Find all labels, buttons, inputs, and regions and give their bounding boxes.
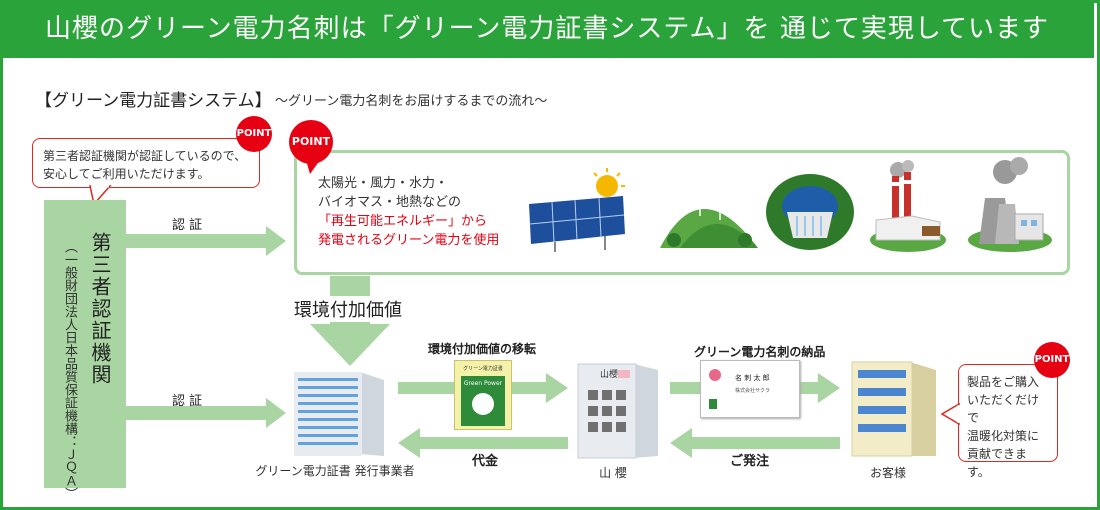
- renewable-source-text: 太陽光・風力・水力・ バイオマス・地熱などの 「再生可能エネルギー」から 発電さ…: [318, 174, 499, 250]
- callout-trust-tail: [89, 184, 112, 206]
- callout-trust-line1: 第三者認証機関が認証しているので、: [43, 149, 247, 163]
- yamazakura-building-icon: [577, 363, 658, 459]
- customer-building-icon: [851, 361, 936, 457]
- card-logo-icon: [709, 369, 721, 381]
- callout-contribution: 製品をご購入 いただくだけで 温暖化対策に 貢献できます。: [958, 364, 1058, 479]
- certificate-badge: Green Power: [461, 376, 505, 426]
- certification-org-bar: [44, 200, 126, 488]
- callout-trust: 第三者認証機関が認証しているので、 安心してご利用いただけます。: [32, 138, 260, 188]
- renewable-source-box: [294, 150, 1070, 275]
- leaf-icon: [472, 393, 494, 415]
- yamazakura-sign: 山櫻: [600, 370, 619, 380]
- callout-contribution-line3: 温暖化対策に: [967, 429, 1040, 443]
- callout-trust-line2: 安心してご利用いただけます。: [43, 167, 210, 181]
- card-name: 名 刺 太 郎: [735, 374, 770, 382]
- certification-org-subname: （一般財団法人日本品質保証機構：ＪＱＡ）: [62, 240, 77, 500]
- issuer-building-icon: [294, 372, 384, 456]
- point-badge-trust: POINT: [236, 116, 272, 152]
- payment-arrow: [398, 428, 568, 458]
- callout-contribution-line1: 製品をご購入: [967, 375, 1040, 389]
- system-subtitle: 〜グリーン電力名刺をお届けするまでの流れ〜: [275, 94, 548, 109]
- callout-contribution-line4: 貢献できます。: [967, 447, 1028, 479]
- source-line-1: 太陽光・風力・水力・: [318, 176, 449, 191]
- order-label: ご発注: [730, 454, 770, 469]
- source-line-2: バイオマス・地熱などの: [318, 195, 462, 210]
- point-badge-contribution: POINT: [1034, 342, 1070, 378]
- wind-turbine-icon: [660, 177, 758, 248]
- green-business-card: 名 刺 太 郎 株式会社サクラ: [700, 360, 800, 418]
- source-line-4: 発電されるグリーン電力を使用: [318, 233, 500, 248]
- certify-arrow-top: [126, 226, 286, 256]
- certificate-title: グリーン電力証書: [463, 366, 503, 372]
- callout-contribution-line2: いただくだけで: [967, 393, 1040, 425]
- payment-label: 代金: [472, 454, 499, 469]
- source-line-3: 「再生可能エネルギー」から: [318, 214, 488, 229]
- env-transfer-label: 環境付加価値の移転: [428, 342, 537, 356]
- card-green-mark-icon: [709, 399, 717, 409]
- certification-org-name: 第三者認証機関: [88, 232, 112, 386]
- certificate-badge-text: Green Power: [463, 380, 503, 387]
- green-power-certificate: グリーン電力証書 Green Power: [454, 360, 512, 430]
- certify-label-bottom: 認 証: [172, 394, 203, 409]
- callout-contribution-tail: [940, 402, 961, 426]
- system-title: 【グリーン電力証書システム】: [35, 91, 272, 111]
- certify-label-top: 認 証: [172, 218, 203, 233]
- point-badge-source: POINT: [289, 120, 333, 164]
- biomass-plant-icon: [870, 160, 946, 252]
- card-company: 株式会社サクラ: [735, 388, 771, 394]
- delivery-label: グリーン電力名刺の納品: [694, 345, 826, 359]
- env-value-label: 環境付加価値: [290, 296, 406, 322]
- issuer-caption: グリーン電力証書 発行事業者: [255, 464, 415, 478]
- order-arrow: [670, 428, 840, 458]
- hydro-dam-icon: [766, 174, 854, 250]
- customer-caption: お客様: [869, 466, 906, 480]
- page-header: 山櫻のグリーン電力名刺は「グリーン電力証書システム」を 通じて実現しています: [0, 0, 1094, 58]
- geothermal-plant-icon: [968, 157, 1052, 252]
- solar-panel-icon: [529, 168, 625, 252]
- point-badge-source-tail: [306, 160, 320, 174]
- certify-arrow-bottom: [126, 398, 286, 428]
- yamazakura-caption: 山 櫻: [599, 466, 627, 480]
